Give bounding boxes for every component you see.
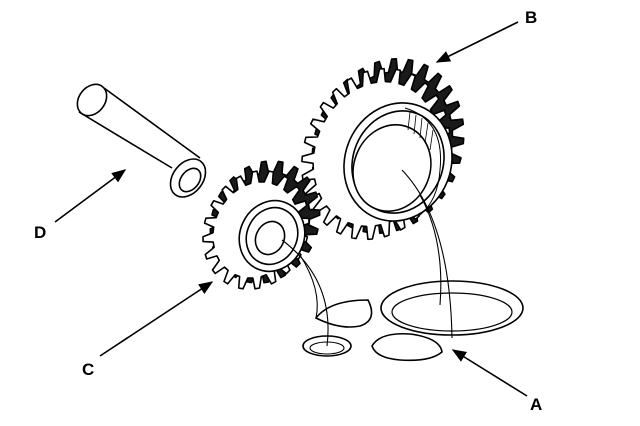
recess-web-left <box>314 299 373 328</box>
alignment-lines <box>281 169 453 347</box>
sleeve-tube-bore <box>178 167 202 193</box>
sleeve-tube-body <box>83 88 208 195</box>
callout-arrows <box>54 21 528 397</box>
callout-label-d: D <box>34 223 47 242</box>
sleeve-tube <box>76 83 208 198</box>
small-gear-bore <box>254 220 286 256</box>
alignment-line-small-gear <box>281 239 329 347</box>
alignment-line-small-gear-2 <box>299 254 318 319</box>
large-gear-bearing-shading <box>404 107 442 216</box>
callout-label-a: A <box>530 395 543 414</box>
arrow-a <box>451 349 528 397</box>
callout-label-b: B <box>525 8 538 27</box>
arrow-c <box>99 281 214 357</box>
large-gear <box>301 58 465 241</box>
small-gear <box>202 160 321 290</box>
recess-web-lower <box>371 332 443 362</box>
alignment-line-large-gear-2 <box>419 194 442 306</box>
alignment-line-large-gear <box>401 169 453 339</box>
callout-label-c: C <box>82 360 95 379</box>
arrow-d <box>54 169 127 223</box>
large-gear-bearing-hatch <box>407 111 434 151</box>
case-recesses <box>302 280 524 362</box>
sleeve-tube-back-end <box>76 83 108 117</box>
arrow-b <box>435 21 519 63</box>
